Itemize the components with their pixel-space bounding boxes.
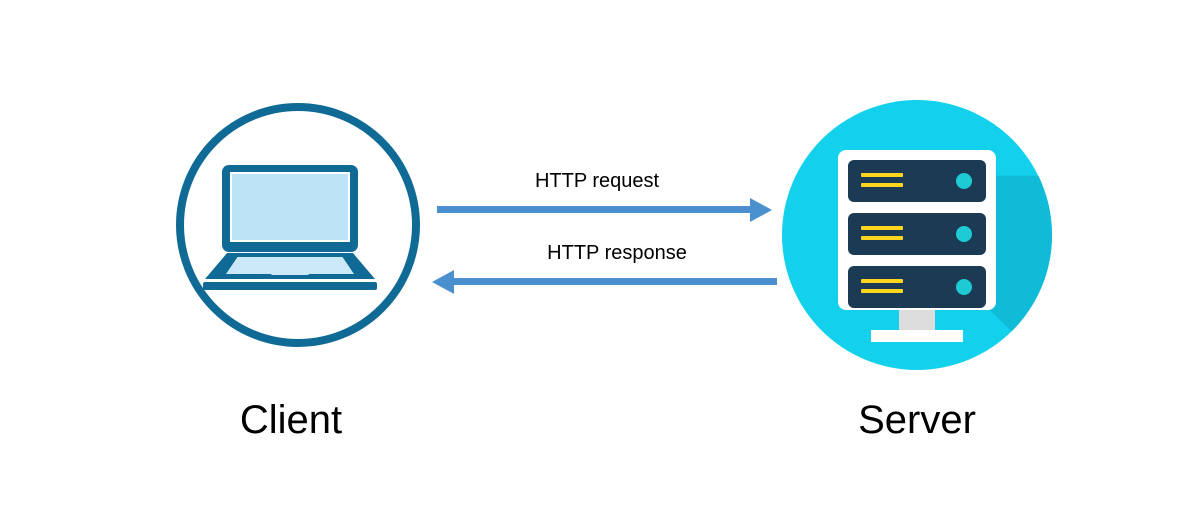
server-stand-neck	[899, 310, 935, 332]
arrow-head-left-icon	[432, 270, 454, 294]
server-stand-base	[871, 330, 963, 342]
http-response-label: HTTP response	[547, 242, 687, 264]
client-caption: Client	[239, 398, 343, 442]
laptop-icon	[200, 165, 380, 290]
rack-unit-2	[848, 213, 986, 255]
http-request-arrow-shaft	[437, 206, 753, 213]
server-node	[782, 95, 1062, 370]
rack-line-bottom	[861, 289, 903, 293]
http-response-arrow: HTTP response	[432, 242, 777, 294]
rack-unit-2-led-icon	[956, 226, 972, 242]
http-response-arrow-shaft	[454, 278, 777, 285]
rack-unit-3-lines	[861, 279, 903, 295]
client-node	[166, 95, 420, 365]
server-caption: Server	[858, 398, 976, 442]
http-request-arrow: HTTP request	[437, 170, 777, 222]
rack-line-top	[861, 226, 903, 230]
client-circle-outline	[176, 103, 420, 347]
laptop-trackpad	[271, 269, 309, 275]
laptop-lid	[222, 165, 358, 252]
rack-line-top	[861, 279, 903, 283]
rack-line-top	[861, 173, 903, 177]
rack-unit-3-led-icon	[956, 279, 972, 295]
rack-unit-2-lines	[861, 226, 903, 242]
laptop-base-bar	[203, 282, 377, 290]
rack-unit-1-lines	[861, 173, 903, 189]
rack-line-bottom	[861, 183, 903, 187]
rack-unit-1	[848, 160, 986, 202]
rack-unit-1-led-icon	[956, 173, 972, 189]
laptop-keyboard	[226, 257, 354, 274]
rack-unit-3	[848, 266, 986, 308]
http-request-label: HTTP request	[534, 170, 660, 192]
server-circle-background	[782, 100, 1052, 370]
rack-line-bottom	[861, 236, 903, 240]
arrow-head-right-icon	[750, 198, 772, 222]
laptop-screen	[232, 174, 348, 240]
